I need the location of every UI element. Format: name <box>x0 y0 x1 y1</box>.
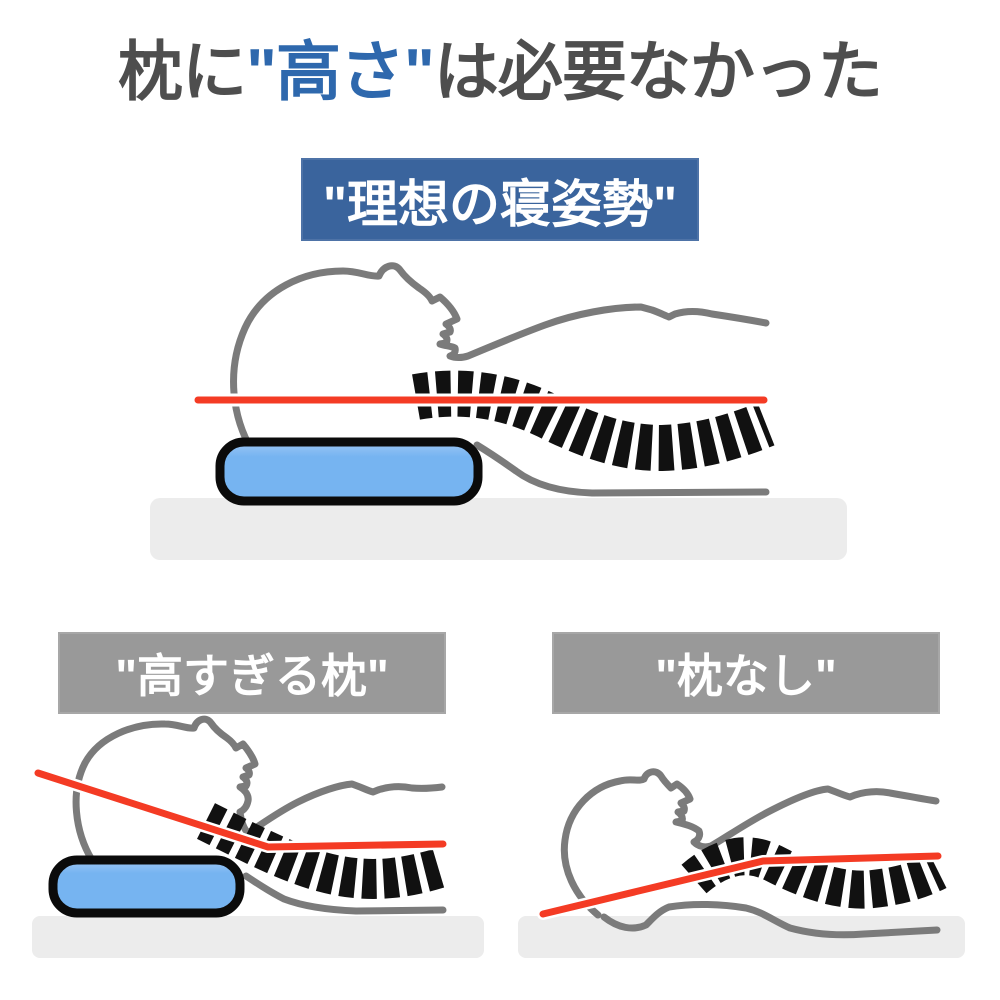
ideal-posture-label: "理想の寝姿勢" <box>322 175 678 233</box>
no-pillow-figure <box>518 768 965 958</box>
back-outline <box>242 872 447 915</box>
ideal-posture-banner: "理想の寝姿勢" <box>301 158 699 241</box>
back-outline <box>600 900 941 939</box>
title-highlight: "高さ" <box>246 35 435 108</box>
alignment-line <box>539 852 942 918</box>
title-suffix: は必要なかった <box>433 35 883 108</box>
spine-segments <box>681 837 947 909</box>
no-pillow-banner: "枕なし" <box>552 632 940 714</box>
body-outline <box>72 715 446 864</box>
mattress-shape <box>518 916 965 958</box>
no-pillow-label: "枕なし" <box>655 650 837 702</box>
too-high-pillow-banner: "高すぎる枕" <box>58 632 446 714</box>
title-prefix: 枕に <box>118 35 247 108</box>
back-outline <box>473 441 770 497</box>
mattress-shape <box>32 916 484 958</box>
pillow-shape <box>48 855 245 918</box>
mattress-shape <box>150 498 847 560</box>
body-outline <box>230 262 770 456</box>
too-high-pillow-figure <box>32 715 484 958</box>
too-high-pillow-label: "高すぎる枕" <box>115 650 389 702</box>
ideal-sleeping-posture-figure <box>150 262 847 560</box>
alignment-line <box>34 769 447 851</box>
pillow-shape <box>215 437 483 506</box>
page-title: 枕に"高さ"は必要なかった <box>0 18 1000 114</box>
body-outline <box>560 768 940 919</box>
